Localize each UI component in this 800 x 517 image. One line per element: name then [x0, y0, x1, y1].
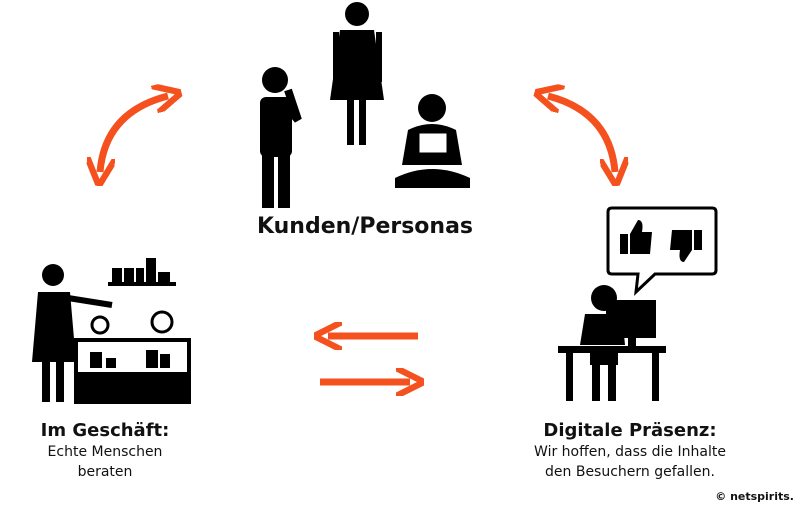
person-thinking-icon	[260, 67, 302, 208]
right-line1: Wir hoffen, dass die Inhalte	[534, 444, 726, 460]
cycle-arrow-top-left	[100, 96, 168, 172]
shop-assistant-icon	[32, 258, 191, 404]
center-title: Kunden/Personas	[256, 214, 474, 239]
left-title: Im Geschäft:	[40, 420, 170, 441]
speech-bubble	[606, 206, 718, 296]
left-line2: beraten	[77, 464, 133, 480]
thumbs-up-icon	[620, 220, 652, 254]
computer-user-icon	[558, 285, 666, 401]
cycle-arrow-top-right	[548, 96, 615, 172]
right-title: Digitale Präsenz:	[543, 420, 717, 441]
left-line1: Echte Menschen	[47, 444, 163, 460]
right-line2: den Besuchern gefallen.	[545, 464, 715, 480]
thumbs-down-icon	[670, 230, 702, 262]
person-laptop-icon	[395, 94, 470, 188]
copyright: © netspirits.	[715, 490, 794, 503]
woman-standing-icon	[330, 2, 384, 145]
